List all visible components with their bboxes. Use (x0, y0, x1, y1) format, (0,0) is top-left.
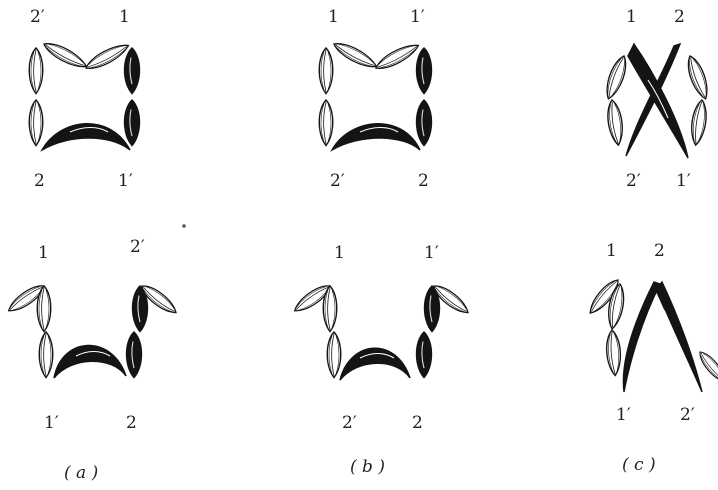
panel-a-bottom-diagram (5, 281, 180, 378)
panel-c: 1 2 2′ 1′ 1 2 1′ 2′ ( c ) (586, 7, 718, 475)
panel-b-top-lower-right-label: 2 (418, 171, 429, 191)
panel-c-bottom-lower-right-label: 2′ (680, 405, 695, 425)
panel-b-bottom-lower-right-label: 2 (412, 413, 423, 433)
panel-b-caption: ( b ) (350, 457, 385, 477)
panel-c-top-diagram (602, 44, 712, 158)
panel-c-top-upper-right-label: 2 (674, 7, 685, 27)
panel-b-top-upper-left-label: 1 (328, 7, 339, 27)
panel-a-top-upper-left-label: 2′ (30, 7, 45, 27)
panel-c-top-lower-left-label: 2′ (626, 171, 641, 191)
panel-a-top-diagram (29, 39, 139, 150)
panel-c-top-lower-right-label: 1′ (676, 171, 691, 191)
panel-c-bottom-diagram (586, 276, 718, 392)
panel-b-top-lower-left-label: 2′ (330, 171, 345, 191)
panel-a-bottom-lower-right-label: 2 (126, 413, 137, 433)
panel-a-bottom-upper-left-label: 1 (38, 243, 49, 263)
panel-b-bottom-lower-left-label: 2′ (342, 413, 357, 433)
panel-a-bottom-lower-left-label: 1′ (44, 413, 59, 433)
panel-c-top-upper-left-label: 1 (626, 7, 637, 27)
panel-a-caption: ( a ) (64, 463, 98, 483)
panel-c-bottom-upper-left-label: 1 (606, 241, 617, 261)
panel-a-top-lower-left-label: 2 (34, 171, 45, 191)
panel-b-bottom-upper-left-label: 1 (334, 243, 345, 263)
panel-b-top-upper-right-label: 1′ (410, 7, 425, 27)
panel-a: 2′ 1 2 1′ 1 2′ 1′ 2 ( a ) (5, 7, 180, 483)
panel-b-bottom-upper-right-label: 1′ (424, 243, 439, 263)
speck-mark (182, 224, 186, 228)
panel-c-bottom-upper-right-label: 2 (654, 241, 665, 261)
panel-a-top-upper-right-label: 1 (119, 7, 130, 27)
panel-b-top-diagram (319, 39, 431, 150)
panel-c-bottom-lower-left-label: 1′ (616, 405, 631, 425)
panel-c-caption: ( c ) (622, 455, 656, 475)
panel-a-bottom-upper-right-label: 2′ (130, 237, 145, 257)
panel-a-top-lower-right-label: 1′ (118, 171, 133, 191)
panel-b-bottom-diagram (291, 281, 472, 380)
panel-b: 1 1′ 2′ 2 1 1′ 2′ 2 ( b ) (291, 7, 472, 477)
